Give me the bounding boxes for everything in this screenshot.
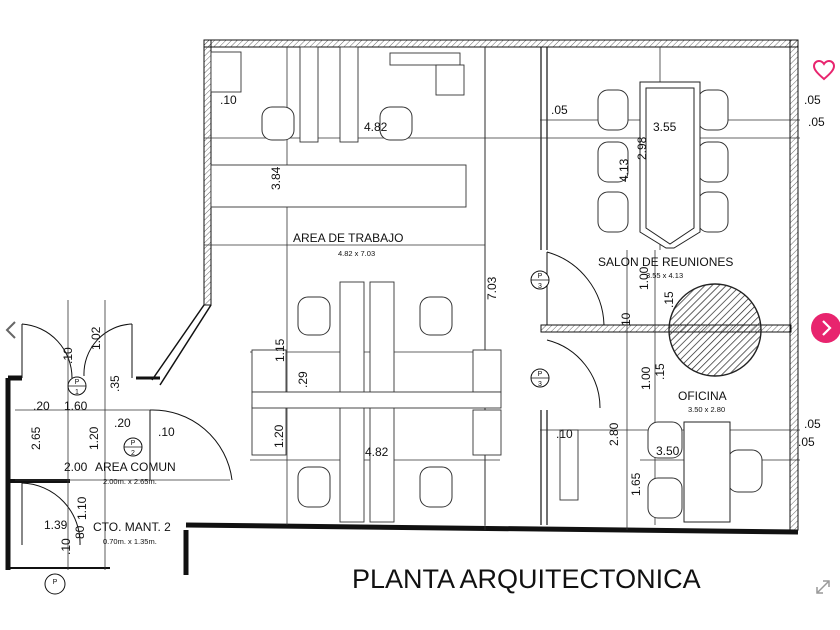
dim-020-a: .20: [33, 399, 50, 413]
dim-350: 3.50: [656, 444, 680, 458]
dim-110: 1.10: [75, 496, 89, 520]
dim-298: 2.98: [635, 136, 649, 160]
dim-010-c: .10: [158, 425, 175, 439]
heart-icon: [812, 59, 836, 81]
marker-p-3b: 3: [538, 381, 542, 388]
dim-015-b: .15: [653, 363, 667, 380]
dim-005-right-top: .05: [804, 93, 821, 107]
marker-p-2-letter: P: [131, 440, 136, 447]
dim-482-bottom: 4.82: [365, 445, 389, 459]
meeting-room-name: SALON DE REUNIONES: [598, 255, 733, 269]
dim-010-v: .10: [61, 347, 75, 364]
dim-005-right-bottom: .05: [804, 417, 821, 431]
previous-image-button[interactable]: [0, 316, 22, 344]
office-desk: [683, 421, 731, 523]
dim-010-d: .10: [59, 538, 73, 555]
dim-102: 1.02: [89, 326, 103, 350]
work-area-name: AREA DE TRABAJO: [293, 231, 403, 245]
dim-010-top: .10: [220, 93, 237, 107]
plan-title: PLANTA ARQUITECTONICA: [352, 564, 701, 594]
dim-280: 2.80: [607, 422, 621, 446]
dim-010-office: .10: [556, 427, 573, 441]
dim-355: 3.55: [653, 120, 677, 134]
marker-p-1-letter: P: [75, 379, 80, 386]
dim-005-right-bottom2: .05: [798, 435, 815, 449]
marker-p-3b-letter: P: [538, 371, 543, 378]
marker-p-2: 2: [131, 450, 135, 457]
dim-703: 7.03: [485, 276, 499, 300]
chevron-right-icon: [822, 320, 832, 336]
dim-115: 1.15: [273, 338, 287, 362]
dim-020-b: .20: [114, 416, 131, 430]
doors: [21, 251, 605, 546]
marker-p-3a-letter: P: [538, 273, 543, 280]
maintenance-size: 0.70m. x 1.35m.: [103, 537, 157, 546]
dim-100-a: 1.00: [637, 266, 651, 290]
dim-120-mid: 1.20: [272, 424, 286, 448]
marker-p-3a: 3: [538, 283, 542, 290]
dim-005-left: .05: [551, 103, 568, 117]
maintenance-name: CTO. MANT. 2: [93, 520, 171, 534]
dim-100-b: 1.00: [639, 366, 653, 390]
dim-413: 4.13: [617, 158, 631, 182]
column: [668, 283, 762, 377]
dimension-labels: .10 4.82 3.84 .05 3.55 2.98 4.13 .05 .05…: [29, 93, 825, 555]
marker-p-bottom: P: [53, 579, 58, 586]
dim-384: 3.84: [269, 166, 283, 190]
workstations: [210, 46, 579, 523]
meeting-table: [639, 81, 701, 249]
dim-139: 1.39: [44, 518, 68, 532]
dim-160: 1.60: [64, 399, 88, 413]
dim-482-top: 4.82: [364, 120, 388, 134]
favorite-button[interactable]: [808, 54, 840, 86]
dim-005-right-top2: .05: [808, 115, 825, 129]
dim-165: 1.65: [629, 472, 643, 496]
dim-029: .29: [296, 371, 310, 388]
chevron-left-icon: [5, 321, 16, 339]
meeting-room-size: 3.55 x 4.13: [646, 271, 683, 280]
marker-p-1: 1: [75, 389, 79, 396]
office-name: OFICINA: [678, 389, 727, 403]
room-labels: AREA DE TRABAJO 4.82 x 7.03 SALON DE REU…: [93, 231, 733, 546]
fullscreen-button[interactable]: [806, 570, 840, 604]
dim-015-a: .15: [662, 291, 676, 308]
dim-080: 80: [73, 525, 87, 539]
dim-035: .35: [108, 375, 122, 392]
expand-icon: [816, 580, 830, 594]
chairs: [261, 89, 763, 519]
section-markers: P 3 P 3 P 2 P 1 P: [44, 270, 550, 595]
work-area-size: 4.82 x 7.03: [338, 249, 375, 258]
next-image-button[interactable]: [811, 313, 840, 343]
dim-265: 2.65: [29, 426, 43, 450]
common-area-size: 2.00m. x 2.65m.: [103, 477, 157, 486]
dim-010-mid: 10: [619, 312, 633, 326]
common-area-name: AREA COMUN: [95, 460, 176, 474]
office-size: 3.50 x 2.80: [688, 405, 725, 414]
walls: [5, 39, 799, 575]
dim-200: 2.00: [64, 460, 88, 474]
dim-120-left: 1.20: [87, 426, 101, 450]
